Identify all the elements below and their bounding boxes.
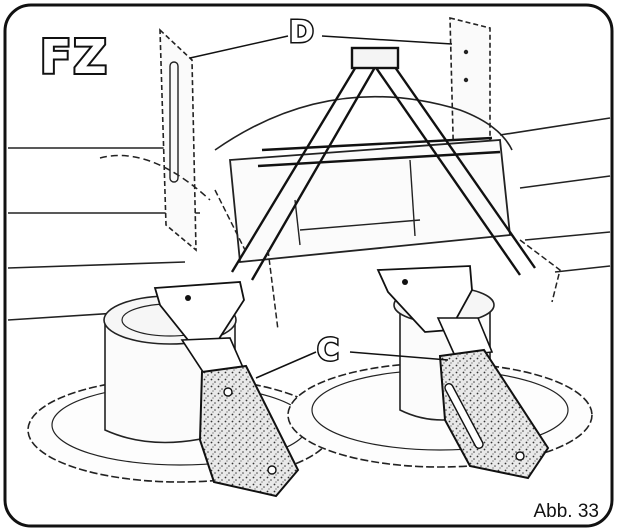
callout-d: D — [288, 15, 316, 50]
left-lower-link-bracket — [153, 281, 247, 376]
figure-frame — [3, 3, 614, 528]
a-frame-hitch — [230, 46, 536, 281]
main-frame — [229, 139, 511, 263]
right-skid-plate — [438, 348, 550, 480]
callout-leader-lines — [189, 35, 453, 379]
left-shield-plate — [159, 28, 197, 252]
rear-guard-arc — [214, 95, 513, 151]
model-code-label: FZ — [38, 30, 109, 84]
left-skid-plate — [198, 364, 300, 498]
safety-chains — [99, 154, 561, 331]
callout-c: C — [315, 333, 340, 368]
right-lower-link-bracket — [376, 265, 494, 357]
figure-caption: Abb. 33 — [533, 501, 600, 522]
